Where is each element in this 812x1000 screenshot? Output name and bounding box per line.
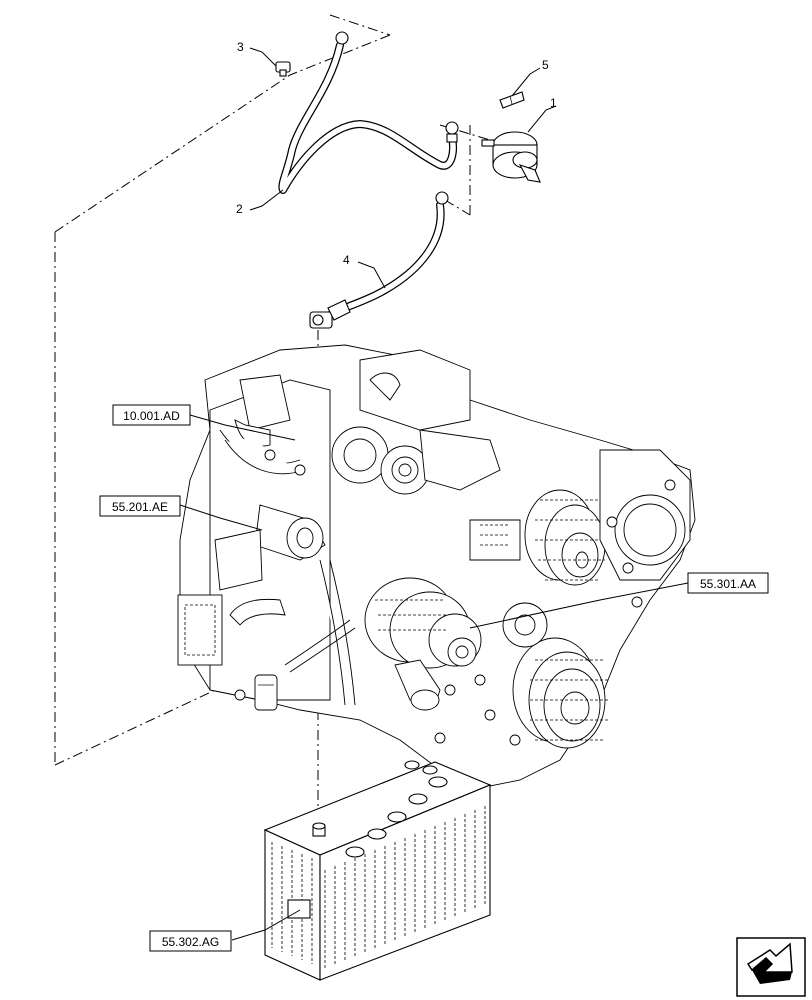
ref-alternator-label: 55.301.AA [700, 577, 756, 591]
ref-engine-label: 10.001.AD [123, 409, 180, 423]
ref-starter-label: 55.201.AE [112, 500, 168, 514]
callout-part-3: 3 [237, 40, 244, 54]
cable-part-2 [278, 31, 459, 194]
callout-part-1: 1 [550, 96, 557, 110]
callout-part-4: 4 [343, 253, 350, 267]
ref-alternator-box[interactable]: 55.301.AA [687, 572, 769, 594]
ref-battery-label: 55.302.AG [162, 935, 219, 949]
battery [263, 760, 492, 981]
callout-part-5: 5 [542, 58, 549, 72]
ref-engine-box[interactable]: 10.001.AD [112, 404, 191, 426]
battery-switch-part-1 [481, 131, 541, 183]
engine-assembly [177, 344, 696, 791]
arrow-forward-icon[interactable] [736, 937, 806, 997]
key-part-5 [499, 91, 525, 109]
ref-starter-box[interactable]: 55.201.AE [99, 495, 181, 517]
leader-lines [179, 47, 689, 941]
cable-part-4 [309, 191, 449, 329]
ref-battery-box[interactable]: 55.302.AG [149, 930, 232, 952]
screw-part-3 [275, 61, 291, 77]
callout-part-2: 2 [236, 202, 243, 216]
